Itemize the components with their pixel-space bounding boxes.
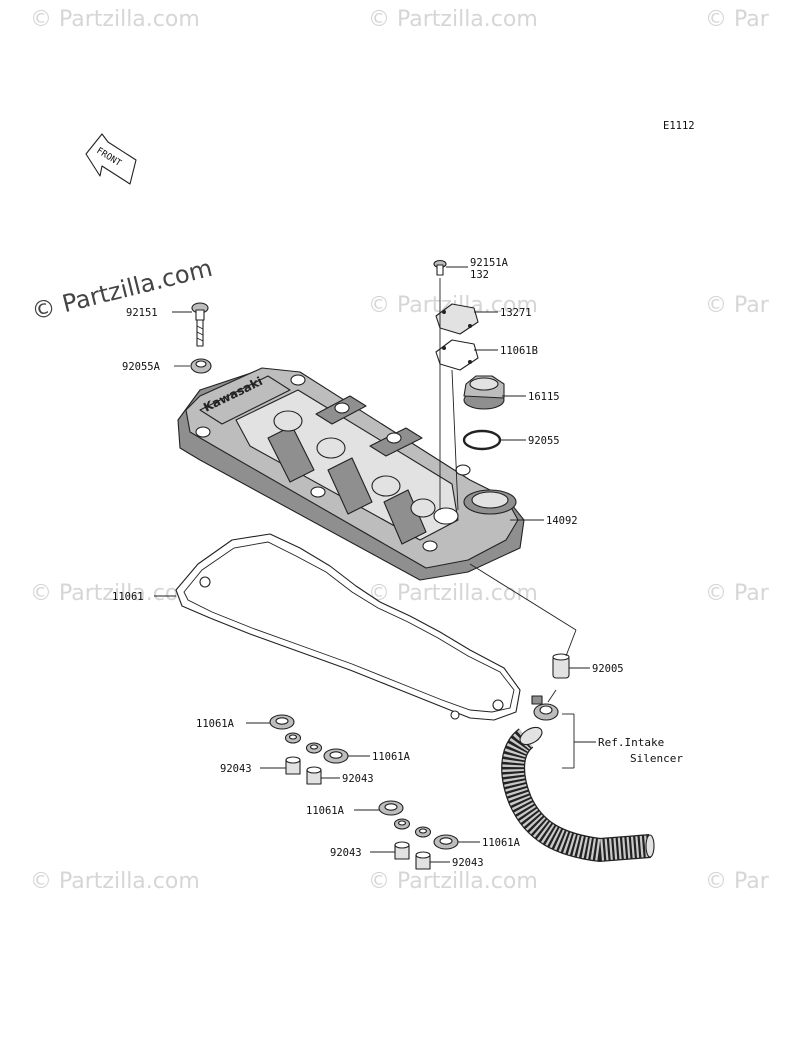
label-11061A: 11061A [372,751,411,763]
washer-11061A-small [284,732,302,744]
cylinder-head-cover: Kawasaki [177,367,525,581]
gasket-hole [199,576,211,588]
watermark: © Par [705,7,770,32]
label-ref-intake: Ref.Intake [598,736,664,749]
watermark: © Par [705,869,770,894]
collar-92043 [394,841,410,860]
front-arrow-icon: FRONT [85,133,137,185]
label-11061A: 11061A [306,805,345,817]
label-92055: 92055 [528,435,560,447]
label-92043: 92043 [452,857,484,869]
watermark: © Partzilla.com [368,7,538,32]
label-92151: 92151 [126,307,158,319]
label-92043: 92043 [220,763,252,775]
gasket-11061B [435,339,479,371]
oil-filler-cap-16115 [463,375,505,410]
watermark: © Partzilla.com [30,581,200,606]
label-11061: 11061 [112,591,144,603]
washer-11061A [305,742,349,764]
label-14092: 14092 [546,515,578,527]
gasket-hole [450,710,460,720]
gasket-hole [492,699,504,711]
watermark: © Par [705,293,770,318]
head-cover-gasket-inner [183,541,515,713]
collar-92043 [415,851,431,870]
diagram-code: E1112 [663,120,695,132]
label-92151A: 92151A [470,257,509,269]
label-16115: 16115 [528,391,560,403]
watermark: © Partzilla.com [30,7,200,32]
watermark: © Partzilla.com [30,869,200,894]
o-ring-92055 [462,429,502,451]
label-92043: 92043 [330,847,362,859]
watermark: © Par [705,581,770,606]
fitting-92005 [552,653,570,679]
breather-hose [501,726,655,863]
watermark: © Partzilla.com [368,869,538,894]
label-132: 132 [470,269,489,281]
watermark-main: © Partzilla.com [29,254,215,326]
grommet-92055A [190,358,212,374]
part-labels: 92151A 132 13271 11061B 16115 92055 1409… [112,257,683,869]
washer-11061A [414,826,459,850]
label-13271: 13271 [500,307,532,319]
label-92043: 92043 [342,773,374,785]
head-cover-gasket [175,533,521,721]
label-ref-silencer: Silencer [630,752,683,765]
collar-92043 [306,766,322,785]
label-11061A: 11061A [196,718,235,730]
watermark: © Partzilla.com [368,581,538,606]
leader-lines [154,266,596,863]
watermarks: © Partzilla.com © Partzilla.com © Par © … [30,7,770,894]
label-11061B: 11061B [500,345,538,357]
washer-11061A [378,800,411,830]
washer-11061A [269,714,295,730]
collar-92043 [285,756,301,775]
label-11061A: 11061A [482,837,521,849]
hose-clamp [531,695,559,721]
label-92055A: 92055A [122,361,161,373]
bolt-92151 [191,302,209,347]
bolt-92151A [433,259,447,276]
label-92005: 92005 [592,663,624,675]
